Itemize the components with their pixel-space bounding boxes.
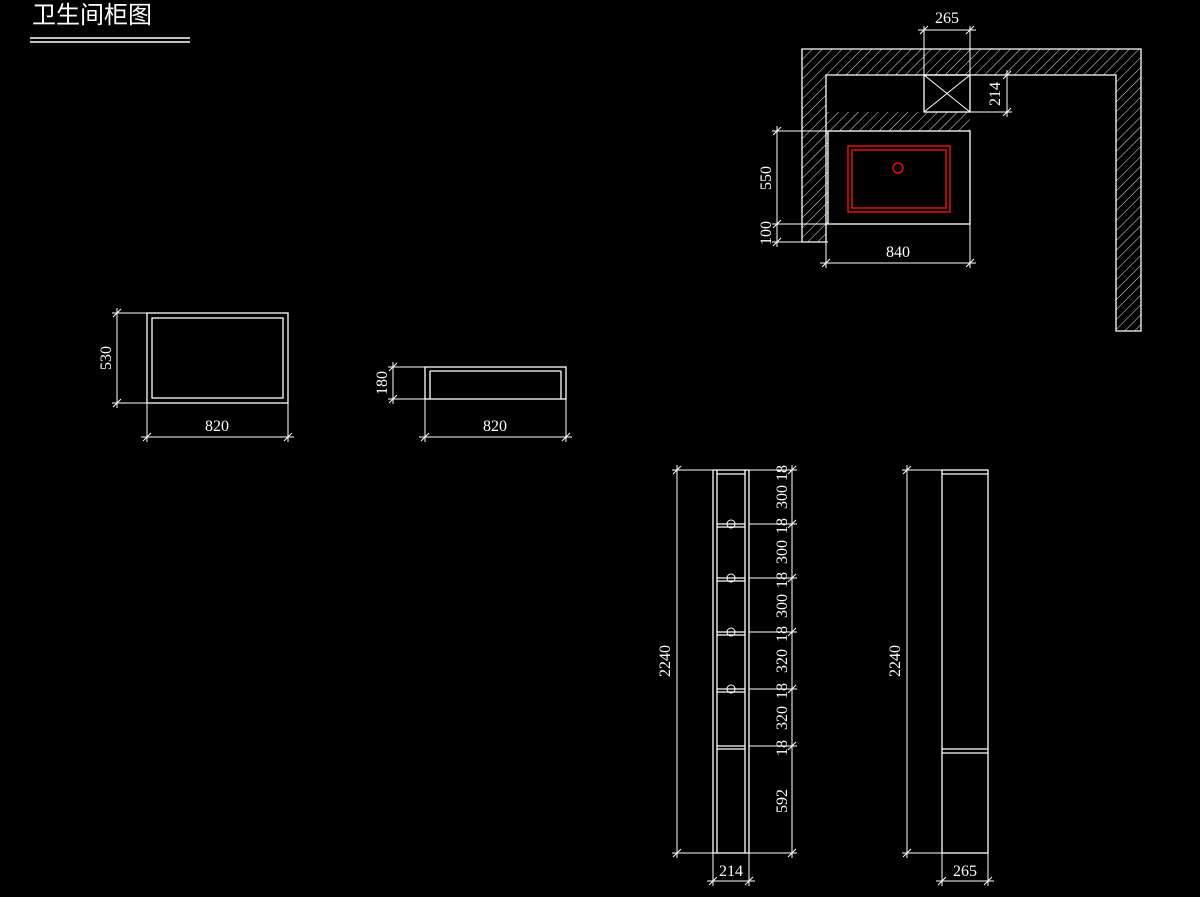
- dim-text-530: 530: [98, 346, 115, 370]
- dim-text-gap-5: 320: [774, 706, 791, 730]
- dim-text-840: 840: [886, 244, 910, 261]
- dim-text-gap-3: 300: [774, 594, 791, 618]
- dim-text-820-front: 820: [483, 418, 507, 435]
- dim-section-2240: 2240: [657, 465, 713, 858]
- dim-text-550: 550: [758, 166, 775, 190]
- dim-text-180: 180: [374, 371, 391, 395]
- dim-text-gap-6: 592: [774, 789, 791, 813]
- dim-text-265-elevation: 265: [953, 863, 977, 880]
- dim-top-820: 820: [141, 403, 294, 442]
- dim-elevation-2240: 2240: [887, 465, 942, 858]
- dim-text-214: 214: [987, 82, 1004, 106]
- dim-front-820: 820: [419, 399, 572, 442]
- plan-vanity: [827, 130, 971, 225]
- dim-text-18-5: 18: [774, 683, 791, 699]
- tall-cabinet-elevation: 2240 265: [887, 465, 994, 886]
- shelf-pin-icons: [726, 519, 736, 694]
- dim-text-18-2: 18: [774, 518, 791, 534]
- dim-text-18-4: 18: [774, 626, 791, 642]
- shelves: [717, 523, 745, 750]
- dim-text-18-6: 18: [774, 740, 791, 756]
- title-text: 卫生间柜图: [32, 1, 152, 29]
- plan-basin-outer: [847, 145, 951, 213]
- dim-text-820-top: 820: [205, 418, 229, 435]
- dim-plan-214: 214: [970, 70, 1012, 117]
- dim-plan-840: 840: [820, 224, 976, 268]
- plan-basin-inner: [851, 149, 947, 209]
- dim-top-530: 530: [98, 308, 147, 408]
- dim-plan-265: 265: [918, 10, 976, 75]
- tall-cabinet-section: 2240 18 300 18 300 18 300 18 32: [657, 465, 797, 886]
- vanity-front-view: 180 820: [374, 362, 572, 442]
- dim-text-214-section: 214: [719, 863, 743, 880]
- bathroom-plan: 265 214 550 100: [758, 10, 1142, 332]
- dim-section-214: 214: [707, 853, 755, 886]
- dim-text-265: 265: [935, 10, 959, 27]
- dim-text-100: 100: [758, 221, 775, 245]
- dim-text-gap-1: 300: [774, 485, 791, 509]
- dim-section-chain: 18 300 18 300 18 300 18 320 18 320 18 59…: [749, 465, 797, 858]
- dim-text-2240-section: 2240: [657, 645, 674, 677]
- dim-elevation-265: 265: [936, 853, 994, 886]
- dim-text-gap-2: 300: [774, 540, 791, 564]
- vanity-top-view: 530 820: [98, 308, 294, 442]
- plan-notch: [826, 112, 970, 224]
- dim-plan-550-100: 550 100: [758, 126, 828, 247]
- plan-drain-icon: [892, 162, 904, 174]
- drawing-title: 卫生间柜图: [30, 1, 190, 43]
- plan-wall-hatch: [801, 48, 1142, 332]
- dim-front-180: 180: [374, 362, 425, 404]
- dim-text-18-1: 18: [774, 465, 791, 481]
- dim-text-gap-4: 320: [774, 649, 791, 673]
- dim-text-2240-elevation: 2240: [887, 645, 904, 677]
- dim-text-18-3: 18: [774, 572, 791, 588]
